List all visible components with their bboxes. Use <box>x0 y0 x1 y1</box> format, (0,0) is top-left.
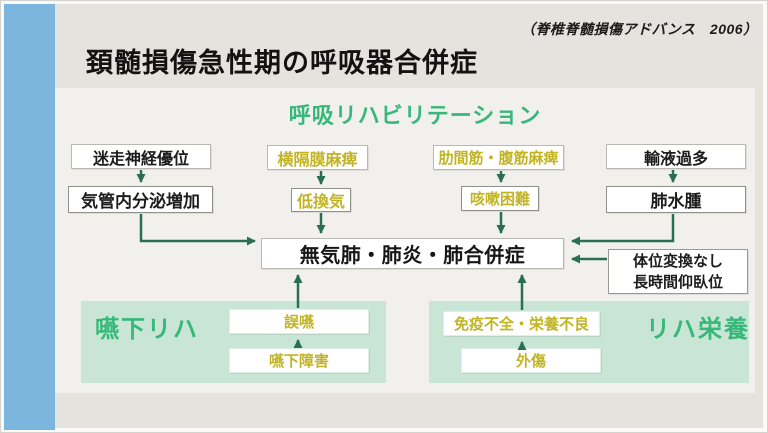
rehab-nutrition-label: リハ栄養 <box>646 316 750 343</box>
box-dysphagia: 嚥下障害 <box>229 348 369 373</box>
position-line-1: 体位変換なし <box>632 252 723 270</box>
box-fluid-overload: 輸液過多 <box>606 144 746 169</box>
sidebar-accent-bar <box>4 4 55 430</box>
position-line-2: 長時間仰臥位 <box>632 273 723 291</box>
source-citation: （脊椎脊髄損傷アドバンス 2006） <box>521 21 758 37</box>
swallow-rehab-label: 嚥下リハ <box>95 316 199 343</box>
box-no-position-change: 体位変換なし 長時間仰臥位 <box>608 249 748 294</box>
page-title: 頚髄損傷急性期の呼吸器合併症 <box>86 48 478 78</box>
box-pulmonary-edema: 肺水腫 <box>606 186 746 213</box>
box-intercostal-paralysis: 肋間筋・腹筋麻痺 <box>433 145 564 170</box>
box-cough-difficulty: 咳嗽困難 <box>461 186 539 211</box>
box-hypoventilation: 低換気 <box>291 188 351 212</box>
box-secretion-increase: 気管内分泌増加 <box>68 186 213 213</box>
box-diaphragm-paralysis: 横隔膜麻痺 <box>267 145 368 170</box>
box-immune-malnutrition: 免疫不全・栄養不良 <box>443 311 600 336</box>
box-aspiration: 誤嚥 <box>229 309 369 334</box>
box-vagus-nerve: 迷走神経優位 <box>71 144 211 169</box>
box-trauma: 外傷 <box>461 348 601 373</box>
box-central-complications: 無気肺・肺炎・肺合併症 <box>261 238 564 269</box>
diagram-heading: 呼吸リハビリテーション <box>288 103 542 128</box>
